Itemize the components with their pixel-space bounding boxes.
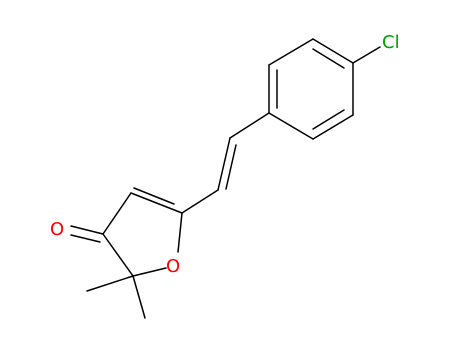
ring-double-bond-inner bbox=[133, 187, 175, 205]
ring-oxygen-label: O bbox=[166, 256, 180, 277]
ring-double-bond bbox=[130, 192, 183, 214]
ring-inner-bond bbox=[312, 109, 345, 130]
carbonyl-double-bond-inner bbox=[70, 234, 101, 243]
vinyl-bond bbox=[229, 112, 270, 139]
carbonyl bbox=[70, 225, 104, 243]
ring-bond bbox=[268, 112, 314, 140]
chlorine-label: Cl bbox=[382, 32, 400, 53]
carbonyl-oxygen-label: O bbox=[50, 219, 64, 240]
carbonyl-double-bond bbox=[70, 225, 104, 235]
benzene-ring bbox=[268, 38, 354, 140]
c-cl-bond bbox=[352, 46, 381, 64]
ring-bond bbox=[102, 192, 132, 235]
ring-bond bbox=[268, 38, 314, 66]
ring-bond bbox=[102, 233, 134, 277]
ring-inner-bond bbox=[312, 48, 345, 69]
furanone-ring bbox=[102, 187, 183, 277]
ring-bond bbox=[132, 267, 167, 277]
methyl-bond bbox=[132, 275, 146, 319]
vinyl-double-bond bbox=[217, 137, 231, 191]
vinyl-double-bond-inner bbox=[225, 144, 237, 190]
methyl-bond bbox=[86, 275, 134, 292]
ring-bond bbox=[312, 114, 354, 140]
vinyl-linker bbox=[181, 112, 270, 214]
ring-bond bbox=[177, 212, 183, 253]
ring-bond bbox=[312, 38, 354, 64]
vinyl-bond bbox=[181, 189, 219, 214]
